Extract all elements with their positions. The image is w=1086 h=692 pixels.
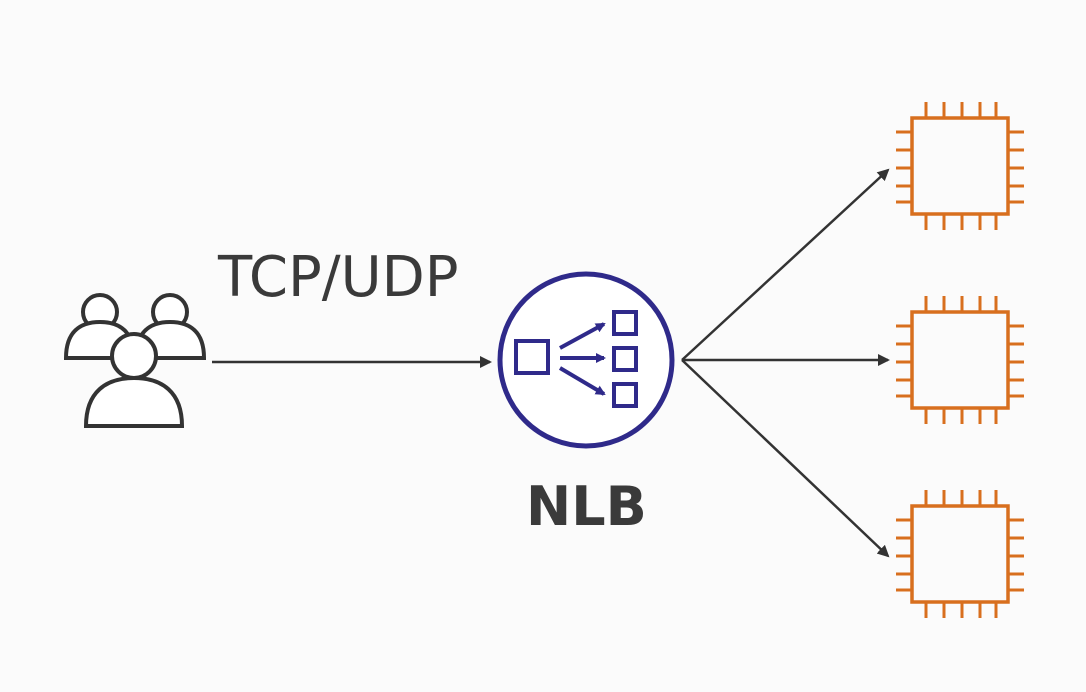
instance-chip-icon: [894, 488, 1026, 620]
users-icon: [63, 293, 207, 428]
nlb-label: NLB: [526, 475, 647, 538]
nlb-to-instance-1-arrow: [681, 168, 890, 361]
protocol-label: TCP/UDP: [217, 245, 459, 310]
instance-chip-icon: [894, 294, 1026, 426]
nlb-to-instance-3-arrow: [681, 359, 890, 558]
network-load-balancer-icon: [497, 271, 675, 449]
instance-chip-icon: [894, 100, 1026, 232]
